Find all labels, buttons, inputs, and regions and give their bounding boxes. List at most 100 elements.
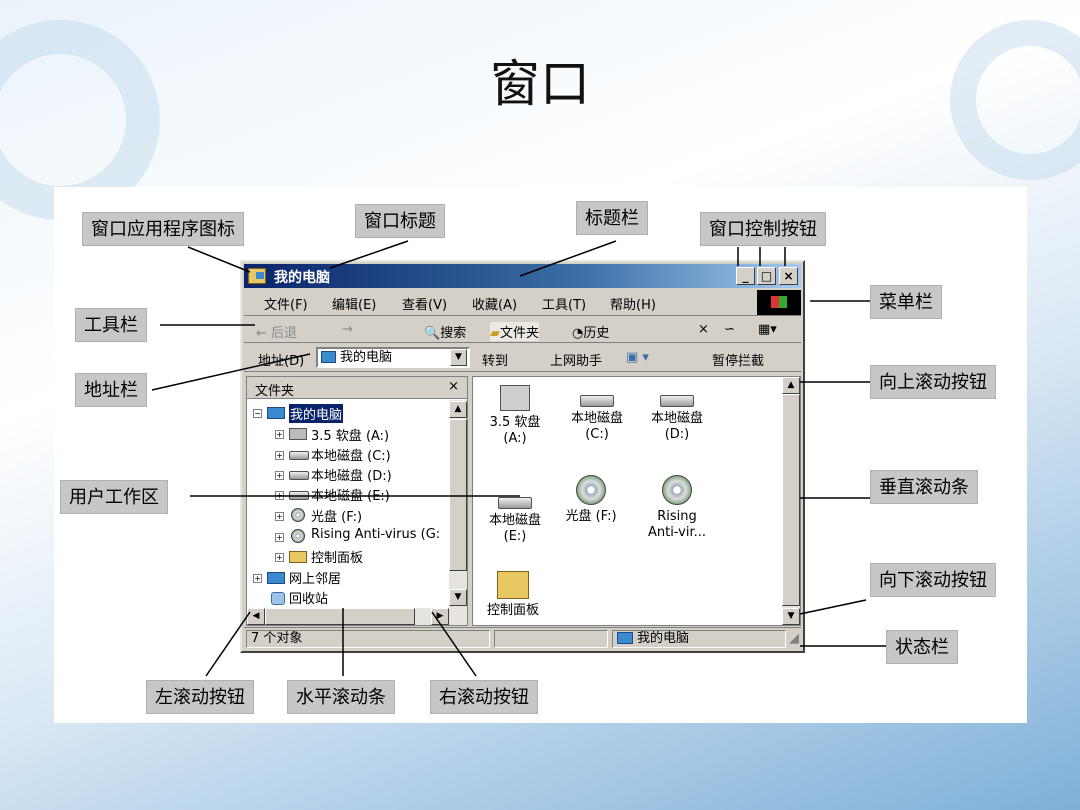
collapse-icon[interactable]: − <box>253 409 262 418</box>
drive-icon <box>289 451 309 460</box>
cd-icon <box>291 529 305 543</box>
folder-pane-title: 文件夹 <box>255 384 295 399</box>
delete-button[interactable]: × <box>698 322 709 337</box>
file-item-drive-d[interactable]: 本地磁盘 (D:) <box>637 385 717 443</box>
label-address-bar: 地址栏 <box>75 373 147 407</box>
label-scroll-left: 左滚动按钮 <box>146 680 254 714</box>
tree-item-recycle-bin[interactable]: 回收站 <box>289 592 329 607</box>
folder-icon: ▰ <box>490 326 500 341</box>
tree-scroll-up-button[interactable]: ▲ <box>449 401 467 418</box>
tree-item-my-computer[interactable]: 我的电脑 <box>289 404 344 423</box>
horizontal-scroll-thumb[interactable] <box>265 608 415 625</box>
cd-icon <box>291 508 305 522</box>
label-window-controls: 窗口控制按钮 <box>700 212 826 246</box>
folder-pane-close-button[interactable]: × <box>448 379 459 394</box>
label-horizontal-scrollbar: 水平滚动条 <box>287 680 395 714</box>
label-scroll-right: 右滚动按钮 <box>430 680 538 714</box>
undo-button[interactable]: ∽ <box>724 322 735 337</box>
control-panel-icon <box>289 551 307 563</box>
expand-icon[interactable]: + <box>275 430 284 439</box>
forward-button[interactable]: → <box>342 322 353 337</box>
menu-file[interactable]: 文件(F) <box>264 298 308 313</box>
file-item-drive-c[interactable]: 本地磁盘 (C:) <box>557 385 637 443</box>
search-icon: 🔍 <box>424 326 441 341</box>
menu-tools[interactable]: 工具(T) <box>542 298 587 313</box>
label-app-icon: 窗口应用程序图标 <box>82 212 244 246</box>
menu-favorites[interactable]: 收藏(A) <box>472 298 518 313</box>
address-dropdown-button[interactable]: ▼ <box>450 349 467 366</box>
menu-help[interactable]: 帮助(H) <box>610 298 656 313</box>
expand-icon[interactable]: + <box>275 533 284 542</box>
expand-icon[interactable]: + <box>275 553 284 562</box>
menu-edit[interactable]: 编辑(E) <box>332 298 377 313</box>
file-item-cd[interactable]: 光盘 (F:) <box>551 475 631 525</box>
hard-drive-icon <box>498 497 532 509</box>
label-toolbar: 工具栏 <box>75 308 147 342</box>
expand-icon[interactable]: + <box>275 512 284 521</box>
tree-item-drive-e[interactable]: 本地磁盘 (E:) <box>311 489 390 504</box>
tree-item-network[interactable]: 网上邻居 <box>289 572 342 587</box>
label-scroll-down: 向下滚动按钮 <box>870 563 996 597</box>
tree-item-cd[interactable]: 光盘 (F:) <box>311 510 363 525</box>
cd-drive-icon <box>576 475 606 505</box>
search-button[interactable]: 🔍搜索 <box>424 326 467 341</box>
content-pane: 3.5 软盘 (A:) 本地磁盘 (C:) 本地磁盘 (D:) 本地磁盘 (E:… <box>472 376 801 626</box>
slide-title: 窗口 <box>490 55 590 113</box>
maximize-button[interactable]: □ <box>757 267 776 285</box>
network-icon <box>267 572 285 584</box>
file-item-control-panel[interactable]: 控制面板 <box>473 571 553 619</box>
floppy-icon <box>289 428 307 440</box>
hard-drive-icon <box>580 395 614 407</box>
computer-icon <box>267 407 285 419</box>
computer-icon <box>617 632 633 644</box>
scroll-right-button[interactable]: ▶ <box>431 608 449 625</box>
minimize-button[interactable]: _ <box>736 267 755 285</box>
back-button[interactable]: ← 后退 <box>256 326 298 341</box>
expand-icon[interactable]: + <box>253 574 262 583</box>
expand-icon[interactable]: + <box>275 451 284 460</box>
tree-item-drive-c[interactable]: 本地磁盘 (C:) <box>311 449 391 464</box>
status-object-count: 7 个对象 <box>246 630 490 648</box>
scroll-down-button[interactable]: ▼ <box>782 608 800 625</box>
helper-dropdown-icon[interactable]: ▣ ▾ <box>626 350 649 365</box>
folders-button[interactable]: ▰文件夹 <box>490 322 540 341</box>
file-item-rising[interactable]: Rising Anti-vir... <box>637 475 717 541</box>
expand-icon[interactable]: + <box>275 491 284 500</box>
expand-icon[interactable]: + <box>275 471 284 480</box>
file-item-floppy[interactable]: 3.5 软盘 (A:) <box>475 385 555 447</box>
computer-icon <box>321 351 336 363</box>
label-title-bar: 标题栏 <box>576 201 648 235</box>
hard-drive-icon <box>660 395 694 407</box>
address-input[interactable]: 我的电脑 <box>316 347 470 368</box>
window-title: 我的电脑 <box>274 270 330 286</box>
resize-grip-icon[interactable]: ◢ <box>789 631 799 646</box>
status-empty-cell <box>494 630 608 648</box>
tree-item-drive-d[interactable]: 本地磁盘 (D:) <box>311 469 392 484</box>
history-icon: ◔ <box>572 326 584 341</box>
close-button[interactable]: × <box>779 267 798 285</box>
pause-button[interactable]: 暂停拦截 <box>712 354 765 369</box>
scroll-up-button[interactable]: ▲ <box>782 377 800 394</box>
menu-view[interactable]: 查看(V) <box>402 298 448 313</box>
go-button[interactable]: 转到 <box>482 354 509 369</box>
tree-scroll-thumb[interactable] <box>449 419 467 571</box>
title-bar[interactable]: 我的电脑 _ □ × <box>244 264 801 288</box>
scroll-left-button[interactable]: ◀ <box>247 608 265 625</box>
file-item-drive-e[interactable]: 本地磁盘 (E:) <box>475 487 555 545</box>
computer-icon[interactable] <box>248 268 266 284</box>
tree-item-rising[interactable]: Rising Anti-virus (G: <box>311 527 441 542</box>
helper-button[interactable]: 上网助手 <box>550 354 603 369</box>
label-status-bar: 状态栏 <box>886 630 958 664</box>
history-button[interactable]: ◔历史 <box>572 326 610 341</box>
tree-scroll-down-button[interactable]: ▼ <box>449 589 467 606</box>
tree-item-control-panel[interactable]: 控制面板 <box>311 551 364 566</box>
views-button[interactable]: ▦▾ <box>758 322 777 337</box>
address-label: 地址(D) <box>258 354 305 369</box>
tree-item-floppy[interactable]: 3.5 软盘 (A:) <box>311 429 390 444</box>
windows-logo-icon <box>757 290 801 315</box>
cd-drive-icon <box>662 475 692 505</box>
label-menu-bar: 菜单栏 <box>870 285 942 319</box>
drive-icon <box>289 471 309 480</box>
vertical-scroll-thumb[interactable] <box>782 394 800 606</box>
label-workspace: 用户工作区 <box>60 480 168 514</box>
